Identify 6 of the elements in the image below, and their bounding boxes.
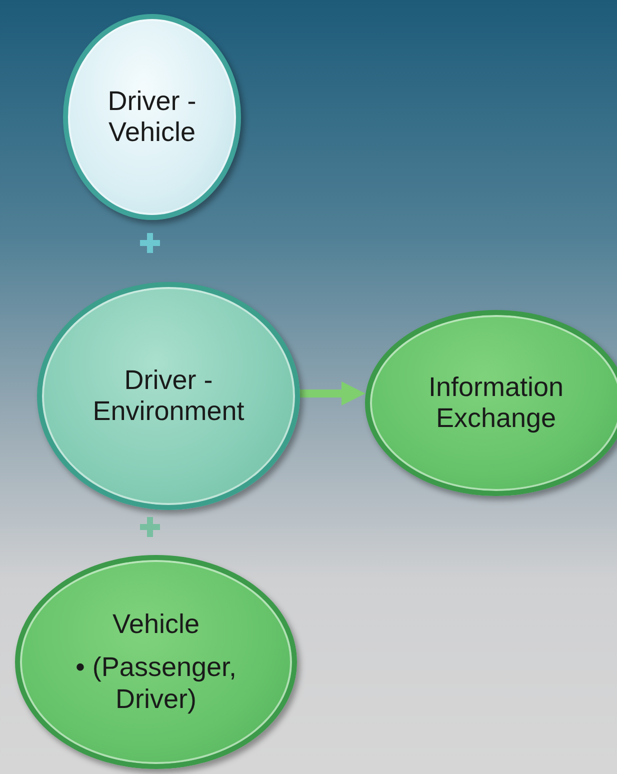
node-label: Driver - Environment — [92, 364, 246, 428]
bullet-item: • (Passenger, Driver) — [74, 652, 238, 715]
arrow — [298, 382, 366, 406]
node-label: Information Exchange — [427, 372, 565, 434]
node-label: Driver - Vehicle — [106, 86, 198, 148]
node-label: Vehicle — [112, 609, 200, 640]
